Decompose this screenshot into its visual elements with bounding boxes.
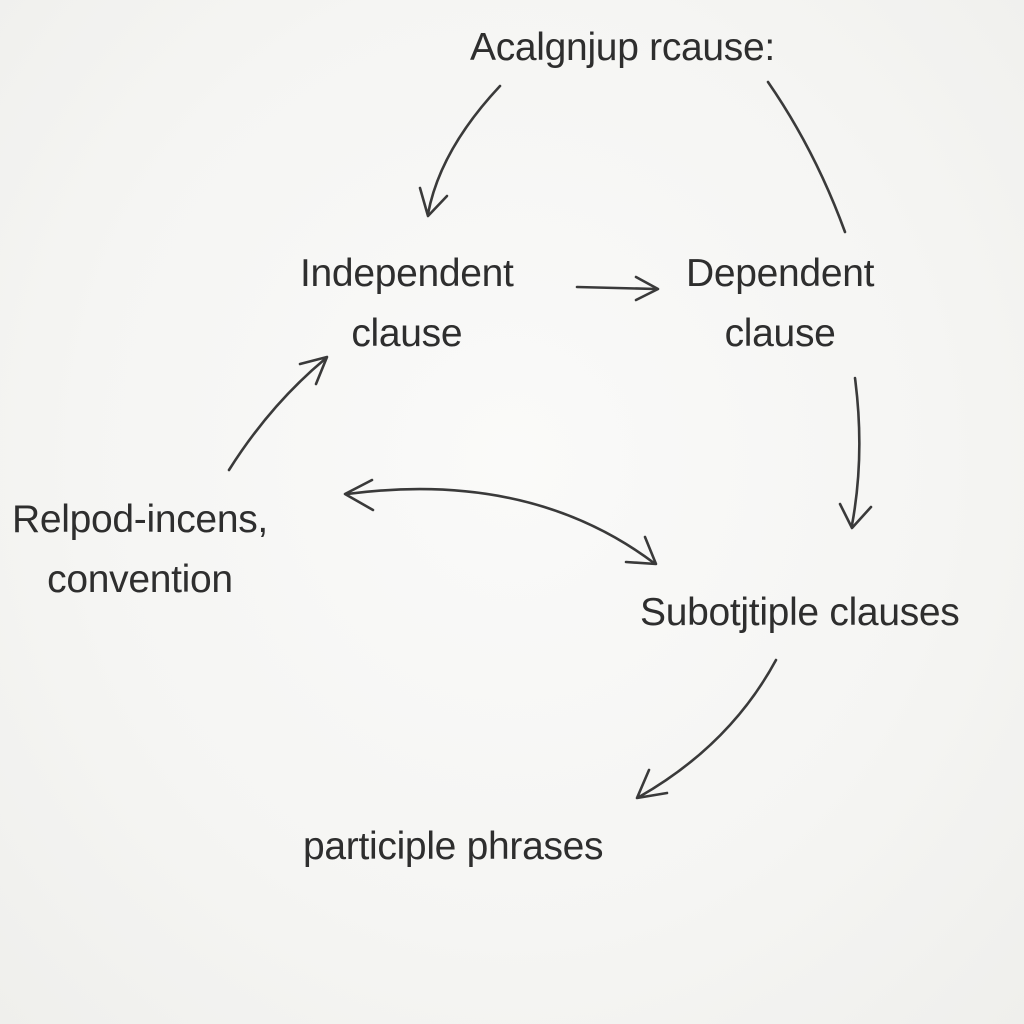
node-subotjtiple-label: Subotjtiple clauses [640,591,960,634]
arrow-dependent-to-subotjtiple [838,376,873,530]
node-relpod-incens: Relpod-incens, convention [12,490,268,611]
line-title-to-dependent [766,80,847,234]
node-relpod-label-line2: convention [47,558,233,602]
node-independent-clause: Independent clause [300,244,514,365]
node-dependent-clause: Dependent clause [686,244,874,365]
diagram-title: Acalgnjup rcause: [470,18,775,78]
node-relpod-label: Relpod-incens, [12,498,268,541]
arrow-relpod-to-subotjtiple [343,478,658,566]
arrow-relpod-to-independent [227,355,329,472]
node-participle-phrases: participle phrases [303,817,604,877]
diagram-title-text: Acalgnjup rcause: [470,26,775,69]
arrow-title-to-independent [418,84,502,218]
node-dependent-label: Dependent [686,252,875,295]
arrow-independent-to-dependent [575,275,660,302]
node-independent-label: Independent [300,252,514,295]
node-independent-label-line2: clause [351,312,463,356]
node-dependent-label-line2: clause [724,312,836,356]
node-participle-label: participle phrases [303,825,604,868]
arrow-subotjtiple-to-participle [635,658,778,800]
node-subotjtiple-clauses: Subotjtiple clauses [640,583,960,643]
